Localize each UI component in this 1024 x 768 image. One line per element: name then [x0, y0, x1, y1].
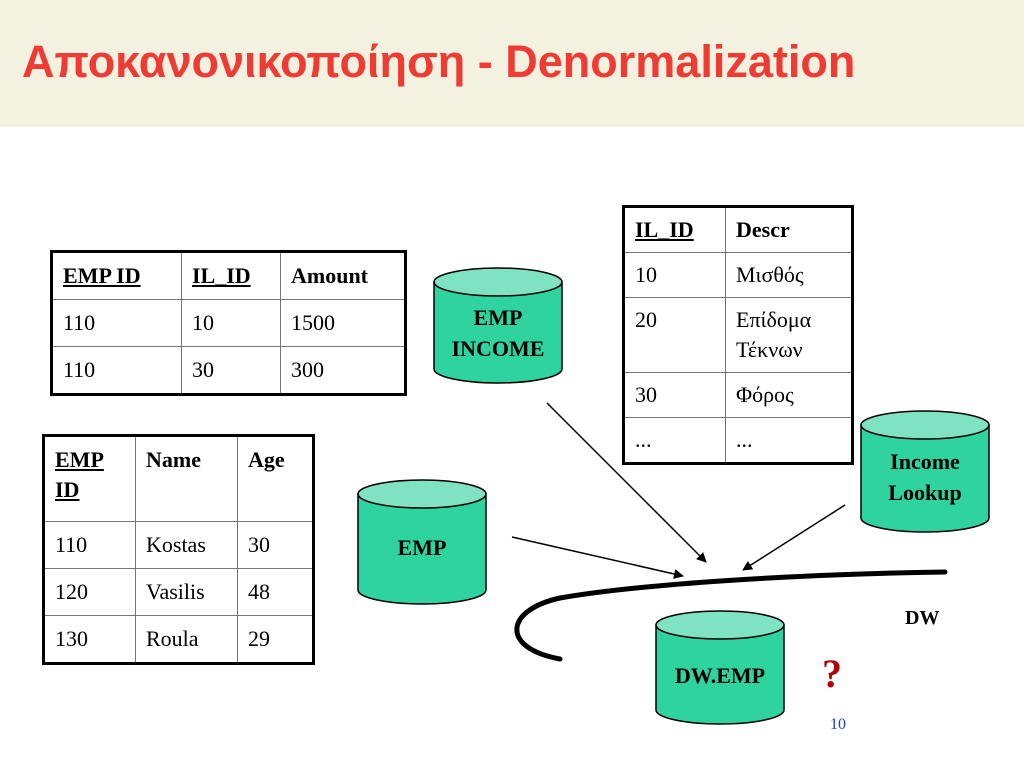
table-cell: Επίδομα Τέκνων [725, 297, 853, 373]
table-header-row: EMP ID Name Age [43, 435, 314, 522]
income-lookup-cylinder [860, 410, 990, 533]
table-cell: 48 [237, 568, 314, 616]
table-cell: 110 [51, 299, 182, 347]
table-row: ... ... [623, 417, 853, 464]
table-header-cell: Amount [280, 251, 406, 300]
arrow-emp-income-to-dw [546, 402, 707, 563]
table-header-cell: EMP ID [43, 435, 136, 522]
table-header-cell: Age [237, 435, 314, 522]
table-cell: 110 [43, 521, 136, 569]
emp-cylinder [357, 479, 487, 605]
table-row: 10 Μισθός [623, 252, 853, 298]
emp-income-cylinder [433, 267, 563, 384]
table-header-cell: Name [135, 435, 238, 522]
emp-income-cylinder-label: EMP INCOME [451, 305, 545, 361]
table-cell: 120 [43, 568, 136, 616]
page-number: 10 [830, 716, 846, 733]
table-cell: 29 [237, 615, 314, 664]
table-cell: Kostas [135, 521, 238, 569]
table-cell: ... [623, 417, 726, 464]
arrow-lookup-to-dw [742, 504, 846, 571]
table-cell: 20 [623, 297, 726, 373]
table-cell: Roula [135, 615, 238, 664]
table-cell: 10 [181, 299, 281, 347]
table-row: 110 10 1500 [51, 299, 406, 347]
table-cell: 30 [181, 346, 281, 395]
table-header-cell: IL_ID [181, 251, 281, 300]
title-band [0, 0, 1024, 127]
dw-label: DW [905, 607, 940, 629]
table-header-cell: IL_ID [623, 206, 726, 253]
emp-table: EMP ID Name Age 110 Kostas 30 120 Vasili… [42, 434, 315, 665]
arrow-emp-to-dw [511, 536, 684, 579]
table-row: 20 Επίδομα Τέκνων [623, 297, 853, 373]
emp-cylinder-label: EMP [397, 535, 447, 560]
table-row: 110 Kostas 30 [43, 521, 314, 569]
table-cell: 110 [51, 346, 182, 395]
dw-emp-cylinder-label: DW.EMP [674, 663, 766, 688]
income-lookup-cylinder-label: Income Lookup [888, 449, 962, 505]
table-cell: 130 [43, 615, 136, 664]
table-cell: 30 [237, 521, 314, 569]
slide-title: Αποκανονικοποίηση - Denormalization [22, 36, 856, 87]
question-mark: ? [822, 651, 842, 696]
table-cell: 1500 [280, 299, 406, 347]
dw-emp-cylinder [655, 610, 785, 725]
income-lookup-table: IL_ID Descr 10 Μισθός 20 Επίδομα Τέκνων … [622, 205, 854, 465]
table-row: 110 30 300 [51, 346, 406, 395]
table-cell: 300 [280, 346, 406, 395]
table-cell: 10 [623, 252, 726, 298]
table-cell: ... [725, 417, 853, 464]
table-row: 120 Vasilis 48 [43, 568, 314, 616]
dw-boundary-curve [514, 569, 948, 662]
emp-income-table: EMP ID IL_ID Amount 110 10 1500 110 30 3… [50, 250, 407, 396]
table-row: 130 Roula 29 [43, 615, 314, 664]
